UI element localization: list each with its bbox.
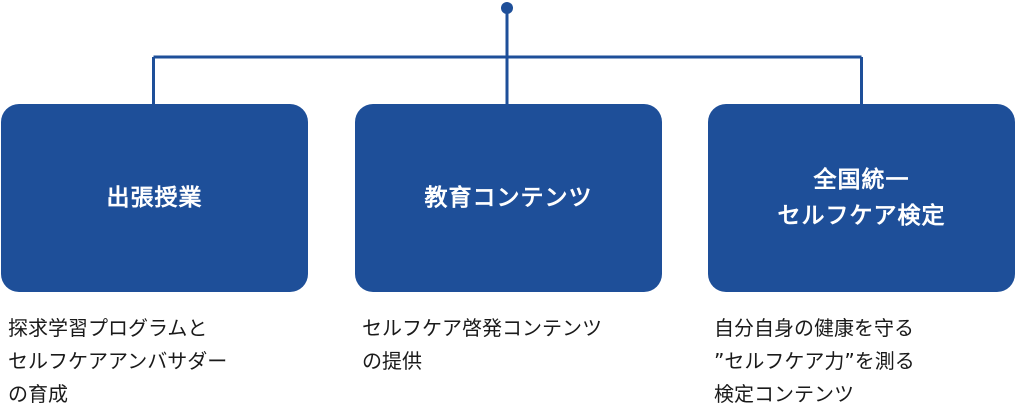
node-title: 全国統一 セルフケア検定: [778, 162, 946, 234]
description-line: 検定コンテンツ: [714, 382, 854, 406]
description-line: セルフケア啓発コンテンツ: [362, 316, 602, 340]
node-title-line: 全国統一: [813, 167, 910, 193]
node-title: 教育コンテンツ: [425, 180, 593, 216]
node-box-selfcare-exam: 全国統一 セルフケア検定: [708, 104, 1015, 292]
description-line: の育成: [8, 382, 68, 406]
description-line: 自分自身の健康を守る: [714, 316, 914, 340]
node-title-line: 出張授業: [106, 185, 203, 211]
node-title: 出張授業: [107, 180, 203, 216]
description-line: セルフケアアンバサダー: [8, 349, 228, 373]
node-description-demo-lesson: 探求学習プログラムと セルフケアアンバサダー の育成: [8, 312, 308, 411]
root-node-dot: [501, 2, 513, 14]
node-title-line: 教育コンテンツ: [424, 185, 593, 211]
node-description-selfcare-exam: 自分自身の健康を守る ”セルフケア力”を測る 検定コンテンツ: [714, 312, 1014, 411]
description-line: ”セルフケア力”を測る: [714, 349, 915, 373]
node-description-educational-content: セルフケア啓発コンテンツ の提供: [362, 312, 662, 378]
node-box-educational-content: 教育コンテンツ: [355, 104, 662, 292]
description-line: 探求学習プログラムと: [8, 316, 208, 340]
node-title-line: セルフケア検定: [777, 203, 946, 229]
description-line: の提供: [362, 349, 422, 373]
node-box-demo-lesson: 出張授業: [1, 104, 308, 292]
